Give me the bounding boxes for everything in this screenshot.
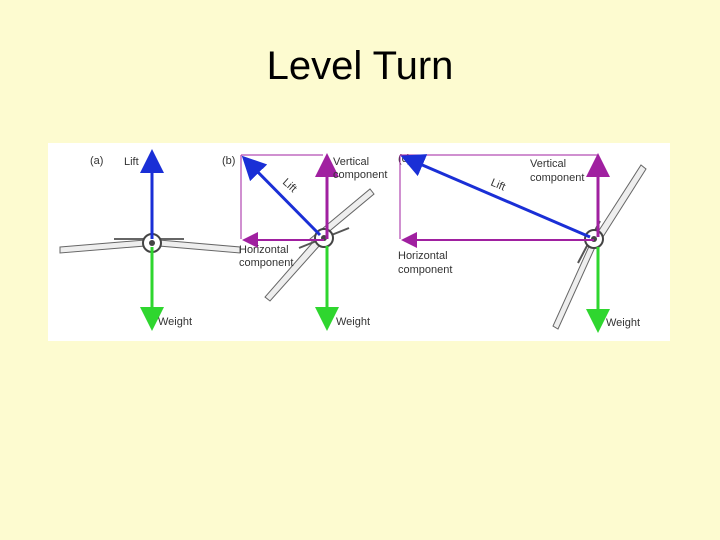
panel-b-tag: (b) [222, 155, 235, 167]
panel-c-weight-label: Weight [606, 317, 640, 329]
level-turn-diagram: (a) Lift Weight (b) Lift Verti [48, 143, 670, 341]
slide-title: Level Turn [266, 44, 454, 88]
panel-b-horizontal-label-1: Horizontal [239, 244, 289, 256]
panel-c-vertical-label-2: component [530, 172, 584, 184]
panel-a-tag: (a) [90, 155, 103, 167]
panel-a: (a) Lift Weight [59, 149, 241, 331]
panel-c: (c) Lift Vertical component Horizontal c… [398, 153, 647, 333]
panel-c-horizontal-label-2: component [398, 264, 452, 276]
panel-b-vertical-label-1: Vertical [333, 156, 369, 168]
panel-c-vertical-label-1: Vertical [530, 158, 566, 170]
panel-c-lift-arrow [400, 154, 591, 239]
panel-c-lift-label: Lift [489, 177, 507, 194]
panel-c-horizontal-label-1: Horizontal [398, 250, 448, 262]
panel-a-lift-label: Lift [124, 156, 139, 168]
panel-a-weight-label: Weight [158, 316, 192, 328]
panel-b-weight-label: Weight [336, 316, 370, 328]
panel-b: (b) Lift Vertical component Horizontal c… [222, 153, 387, 331]
level-turn-figure: (a) Lift Weight (b) Lift Verti [48, 143, 670, 341]
panel-b-horizontal-label-2: component [239, 257, 293, 269]
panel-b-lift-arrow [241, 155, 322, 237]
panel-b-vertical-label-2: component [333, 169, 387, 181]
